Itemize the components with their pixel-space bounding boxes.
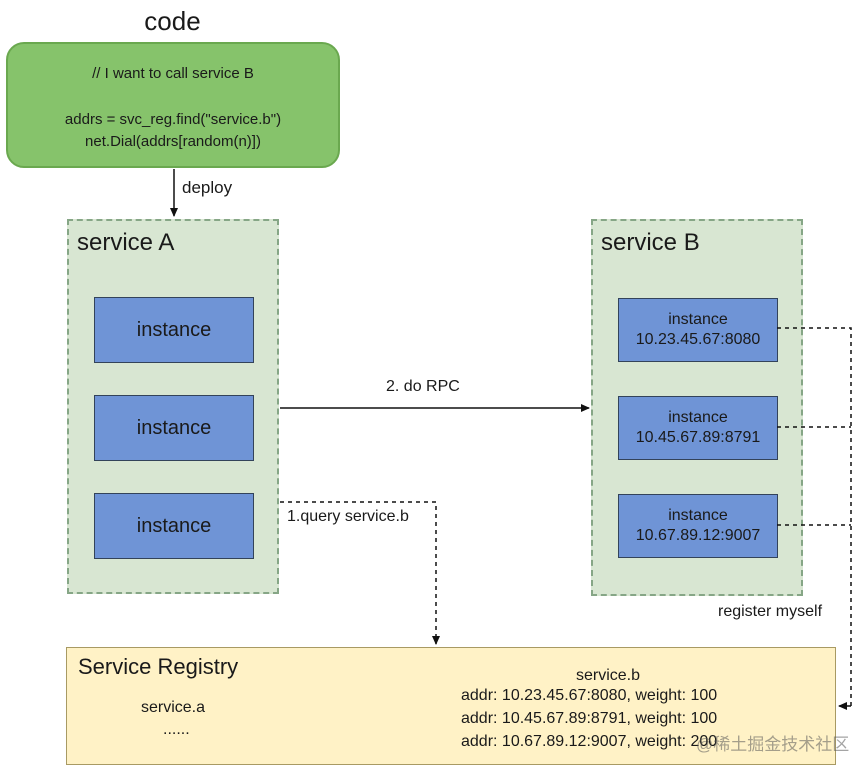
registry-entry: addr: 10.67.89.12:9007, weight: 200 bbox=[461, 733, 718, 750]
instance-address: 10.23.45.67:8080 bbox=[635, 331, 761, 348]
service-a-instance: instance bbox=[94, 395, 254, 461]
code-title: code bbox=[144, 6, 201, 36]
code-box: // I want to call service B addrs = svc_… bbox=[6, 42, 340, 168]
service-a-instance: instance bbox=[94, 493, 254, 559]
registry-service-a: service.a bbox=[141, 699, 206, 716]
instance-label: instance bbox=[136, 416, 212, 439]
instance-label: instance bbox=[668, 311, 728, 328]
instance-address: 10.67.89.12:9007 bbox=[635, 527, 761, 544]
deploy-label: deploy bbox=[182, 178, 233, 197]
service-b-title: service B bbox=[601, 229, 700, 256]
query-arrow bbox=[280, 501, 440, 645]
code-dial-line: net.Dial(addrs[random(n)]) bbox=[85, 133, 261, 150]
service-b-instance: instance 10.23.45.67:8080 bbox=[618, 298, 778, 362]
instance-address: 10.45.67.89:8791 bbox=[635, 429, 761, 446]
instance-label: instance bbox=[668, 507, 728, 524]
service-a-title: service A bbox=[77, 229, 175, 256]
registry-entry: addr: 10.45.67.89:8791, weight: 100 bbox=[461, 710, 718, 727]
registry-ellipsis: ...... bbox=[163, 721, 190, 738]
register-line bbox=[777, 327, 852, 706]
service-b-box: service B instance 10.23.45.67:8080 inst… bbox=[591, 219, 803, 596]
registry-service-b: service.b bbox=[576, 667, 641, 684]
service-registry-box: Service Registry service.a ...... servic… bbox=[66, 647, 836, 765]
query-label: 1.query service.b bbox=[287, 508, 409, 525]
do-rpc-label: 2. do RPC bbox=[386, 378, 460, 395]
service-b-instance: instance 10.45.67.89:8791 bbox=[618, 396, 778, 460]
instance-label: instance bbox=[668, 409, 728, 426]
service-b-instance: instance 10.67.89.12:9007 bbox=[618, 494, 778, 558]
watermark-text: @稀土掘金技术社区 bbox=[696, 735, 850, 754]
service-a-box: service A instance instance instance bbox=[67, 219, 279, 594]
registry-entry: addr: 10.23.45.67:8080, weight: 100 bbox=[461, 687, 718, 704]
instance-label: instance bbox=[136, 514, 212, 537]
registry-title: Service Registry bbox=[78, 654, 239, 679]
code-comment-line: // I want to call service B bbox=[92, 65, 254, 82]
register-label: register myself bbox=[718, 603, 823, 620]
code-find-line: addrs = svc_reg.find("service.b") bbox=[64, 111, 282, 128]
service-a-instance: instance bbox=[94, 297, 254, 363]
instance-label: instance bbox=[136, 318, 212, 341]
